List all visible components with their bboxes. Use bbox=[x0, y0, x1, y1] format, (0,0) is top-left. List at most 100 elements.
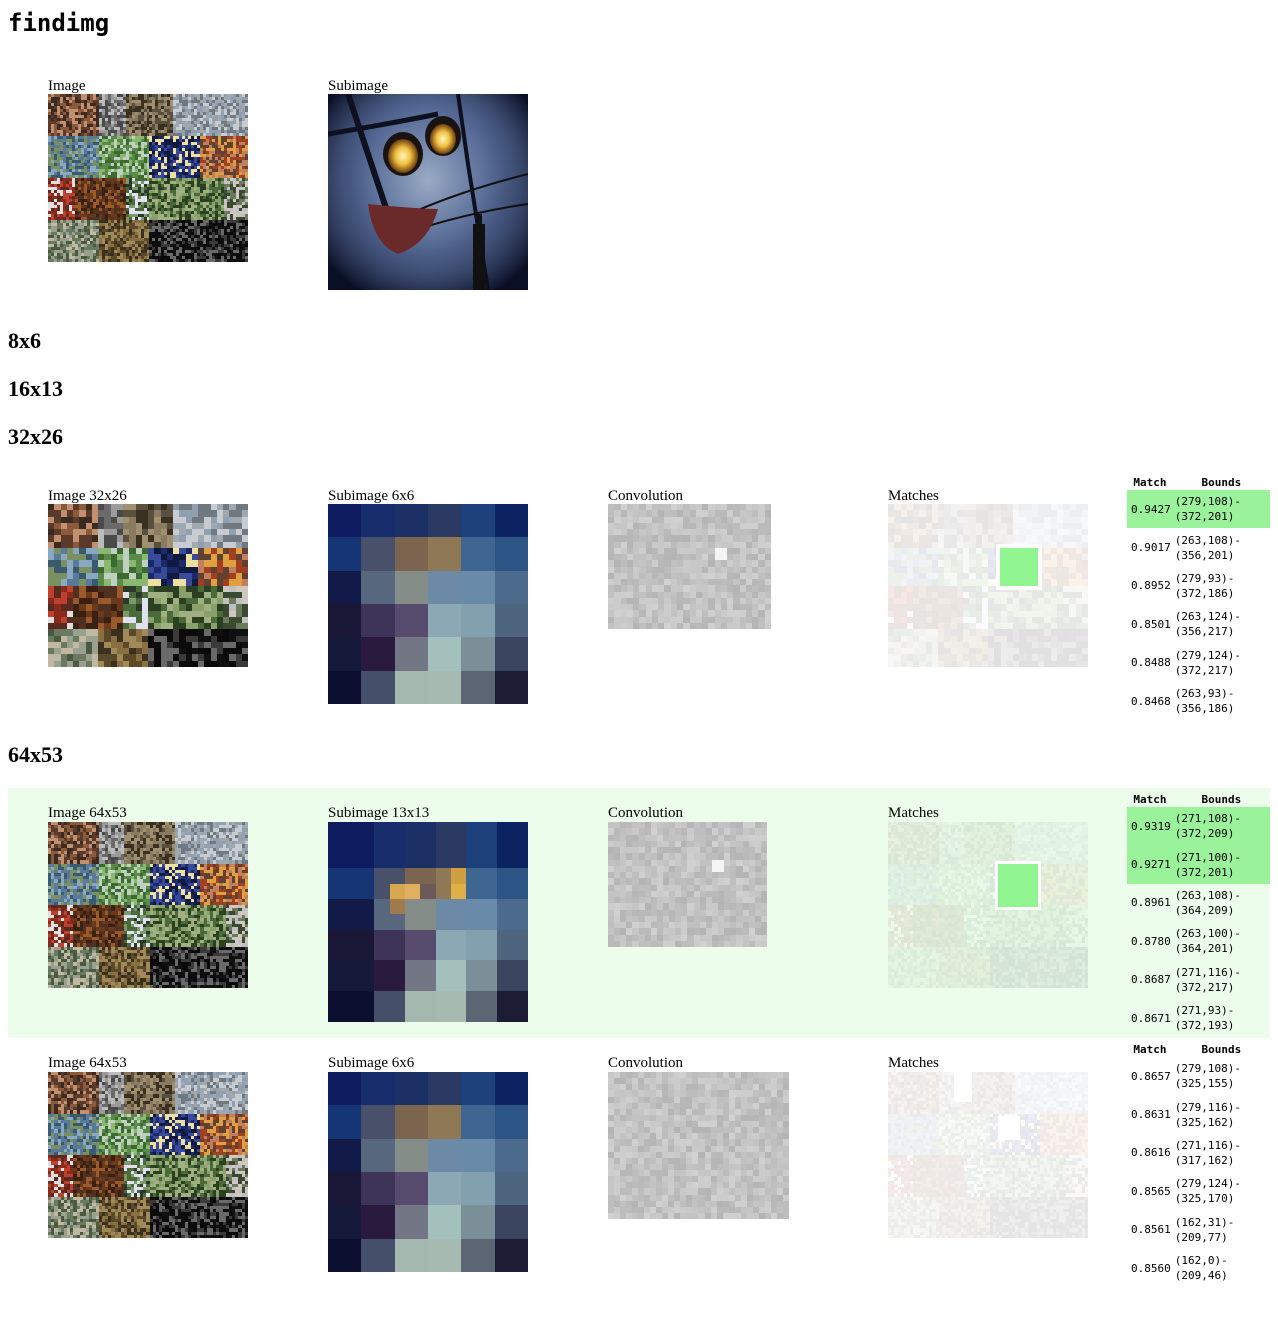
convolution-map bbox=[608, 504, 771, 629]
table-row: 0.8560(162,0)-(209,46) bbox=[1127, 1249, 1270, 1287]
match-score: 0.8501 bbox=[1127, 605, 1173, 643]
subimage-photo bbox=[328, 94, 528, 290]
bounds-end: (325,155) bbox=[1175, 1076, 1268, 1091]
table-row: 0.8561(162,31)-(209,77) bbox=[1127, 1211, 1270, 1249]
image-64x53-caption: Image 64x53 bbox=[48, 805, 127, 821]
match-bounds: (263,100)-(364,201) bbox=[1173, 922, 1270, 960]
match-bounds: (279,124)-(372,217) bbox=[1173, 644, 1270, 682]
match-bounds: (279,124)-(325,170) bbox=[1173, 1172, 1270, 1210]
heading-8x6: 8x6 bbox=[8, 328, 41, 354]
bounds-start: (263,108)- bbox=[1175, 533, 1268, 548]
table-row: 0.8657(279,108)-(325,155) bbox=[1127, 1057, 1270, 1095]
bounds-end: (356,186) bbox=[1175, 701, 1268, 716]
bounds-end: (356,201) bbox=[1175, 548, 1268, 563]
table-row: 0.8961(263,108)-(364,209) bbox=[1127, 884, 1270, 922]
match-score: 0.8657 bbox=[1127, 1057, 1173, 1095]
bounds-start: (263,93)- bbox=[1175, 686, 1268, 701]
bounds-start: (279,116)- bbox=[1175, 1100, 1268, 1115]
bounds-start: (271,100)- bbox=[1175, 850, 1268, 865]
heading-16x13: 16x13 bbox=[8, 376, 63, 402]
match-score: 0.8780 bbox=[1127, 922, 1173, 960]
match-bounds: (279,108)-(372,201) bbox=[1173, 490, 1270, 528]
image-32x26-caption: Image 32x26 bbox=[48, 488, 127, 504]
bounds-end: (209,77) bbox=[1175, 1230, 1268, 1245]
bounds-start: (279,93)- bbox=[1175, 571, 1268, 586]
match-score: 0.9319 bbox=[1127, 807, 1173, 845]
match-bounds: (271,100)-(372,201) bbox=[1173, 845, 1270, 883]
match-score: 0.9271 bbox=[1127, 845, 1173, 883]
table-row: 0.8780(263,100)-(364,201) bbox=[1127, 922, 1270, 960]
image-64x53 bbox=[48, 822, 248, 988]
bounds-end: (372,217) bbox=[1175, 663, 1268, 678]
subimage-13x13-caption: Subimage 13x13 bbox=[328, 805, 429, 821]
table-row: 0.8565(279,124)-(325,170) bbox=[1127, 1172, 1270, 1210]
bounds-end: (372,193) bbox=[1175, 1018, 1268, 1033]
bounds-start: (279,108)- bbox=[1175, 494, 1268, 509]
match-bounds: (263,93)-(356,186) bbox=[1173, 682, 1270, 720]
table-row: 0.8687(271,116)-(372,217) bbox=[1127, 961, 1270, 999]
page-title: findimg bbox=[8, 8, 109, 38]
bounds-end: (372,201) bbox=[1175, 865, 1268, 880]
match-bounds: (271,116)-(317,162) bbox=[1173, 1134, 1270, 1172]
bounds-start: (279,108)- bbox=[1175, 1061, 1268, 1076]
matches-caption: Matches bbox=[888, 488, 939, 504]
match-bounds: (271,108)-(372,209) bbox=[1173, 807, 1270, 845]
bounds-header: Bounds bbox=[1173, 474, 1270, 490]
bounds-start: (279,124)- bbox=[1175, 648, 1268, 663]
match-bounds: (279,93)-(372,186) bbox=[1173, 567, 1270, 605]
match-bounds: (271,93)-(372,193) bbox=[1173, 999, 1270, 1037]
bounds-start: (263,108)- bbox=[1175, 888, 1268, 903]
matches-map-2 bbox=[888, 822, 1088, 988]
subimage-6x6-caption: Subimage 6x6 bbox=[328, 488, 414, 504]
bounds-end: (364,201) bbox=[1175, 941, 1268, 956]
match-score: 0.9017 bbox=[1127, 528, 1173, 566]
convolution-map-2 bbox=[608, 822, 767, 947]
subimage-6x6-3 bbox=[328, 1072, 528, 1272]
table-row: 0.8616(271,116)-(317,162) bbox=[1127, 1134, 1270, 1172]
table-row: 0.8671(271,93)-(372,193) bbox=[1127, 999, 1270, 1037]
source-image bbox=[48, 94, 248, 262]
bounds-header: Bounds bbox=[1173, 1041, 1270, 1057]
convolution-caption: Convolution bbox=[608, 488, 683, 504]
bounds-start: (271,116)- bbox=[1175, 1138, 1268, 1153]
table-row: 0.8501(263,124)-(356,217) bbox=[1127, 605, 1270, 643]
bounds-end: (372,201) bbox=[1175, 509, 1268, 524]
image-caption: Image bbox=[48, 78, 85, 94]
bounds-end: (325,170) bbox=[1175, 1191, 1268, 1206]
match-bounds: (279,116)-(325,162) bbox=[1173, 1095, 1270, 1133]
bounds-start: (162,0)- bbox=[1175, 1253, 1268, 1268]
match-score: 0.8488 bbox=[1127, 644, 1173, 682]
match-box bbox=[1000, 548, 1038, 586]
bounds-header: Bounds bbox=[1173, 791, 1270, 807]
match-bounds: (263,108)-(364,209) bbox=[1173, 884, 1270, 922]
match-header: Match bbox=[1127, 791, 1173, 807]
match-bounds: (263,108)-(356,201) bbox=[1173, 528, 1270, 566]
match-spot-1 bbox=[954, 1072, 972, 1102]
image-64x53-caption-3: Image 64x53 bbox=[48, 1055, 127, 1071]
subimage-6x6 bbox=[328, 504, 528, 704]
matches-caption-3: Matches bbox=[888, 1055, 939, 1071]
match-bounds: (162,0)-(209,46) bbox=[1173, 1249, 1270, 1287]
bounds-start: (271,108)- bbox=[1175, 811, 1268, 826]
bounds-end: (372,217) bbox=[1175, 980, 1268, 995]
match-score: 0.8468 bbox=[1127, 682, 1173, 720]
match-score: 0.9427 bbox=[1127, 490, 1173, 528]
bounds-end: (325,162) bbox=[1175, 1115, 1268, 1130]
image-32x26 bbox=[48, 504, 248, 667]
match-bounds: (271,116)-(372,217) bbox=[1173, 961, 1270, 999]
match-bounds: (263,124)-(356,217) bbox=[1173, 605, 1270, 643]
bounds-end: (364,209) bbox=[1175, 903, 1268, 918]
table-row: 0.8952(279,93)-(372,186) bbox=[1127, 567, 1270, 605]
table-row: 0.8488(279,124)-(372,217) bbox=[1127, 644, 1270, 682]
convolution-map-3 bbox=[608, 1072, 789, 1219]
match-score: 0.8561 bbox=[1127, 1211, 1173, 1249]
image-64x53-3 bbox=[48, 1072, 248, 1238]
matches-map bbox=[888, 504, 1088, 667]
table-row: 0.8468(263,93)-(356,186) bbox=[1127, 682, 1270, 720]
match-score: 0.8671 bbox=[1127, 999, 1173, 1037]
match-bounds: (162,31)-(209,77) bbox=[1173, 1211, 1270, 1249]
match-header: Match bbox=[1127, 1041, 1173, 1057]
